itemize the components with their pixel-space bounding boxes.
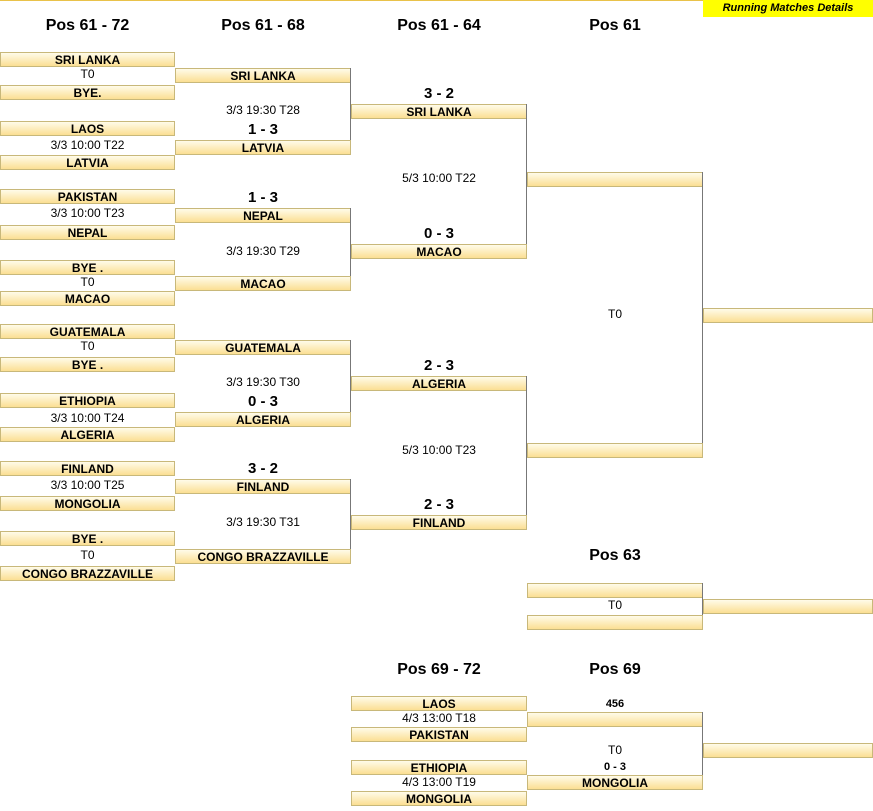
r69-m1-team-bottom[interactable]: PAKISTAN bbox=[351, 727, 527, 742]
r1-m2-team-top[interactable]: LAOS bbox=[0, 121, 175, 136]
r3-m2-score-top: 2 - 3 bbox=[423, 357, 454, 374]
r1-m4-team-top[interactable]: BYE . bbox=[0, 260, 175, 275]
r2-m3-info: 3/3 19:30 T30 bbox=[226, 375, 300, 389]
r2-m4-info: 3/3 19:30 T31 bbox=[226, 515, 300, 529]
r69-m1-team-top[interactable]: LAOS bbox=[351, 696, 527, 711]
r1-m8-team-top[interactable]: BYE . bbox=[0, 531, 175, 546]
pos69-info: T0 bbox=[607, 743, 622, 757]
r1-m1-info: T0 bbox=[80, 67, 95, 81]
r2-m1-info: 3/3 19:30 T28 bbox=[226, 103, 300, 117]
r1-m6-info: 3/3 10:00 T24 bbox=[50, 411, 125, 425]
r3-m1-bracket-line bbox=[526, 104, 527, 244]
header-pos-63: Pos 63 bbox=[589, 547, 641, 564]
r2-m3-bracket-line bbox=[350, 340, 351, 412]
r1-m2-info: 3/3 10:00 T22 bbox=[50, 138, 125, 152]
pos69-bracket-line bbox=[702, 712, 703, 775]
r1-m8-team-bottom[interactable]: CONGO BRAZZAVILLE bbox=[0, 566, 175, 581]
r2-m4-bracket-line bbox=[350, 479, 351, 549]
pos61-slot-bottom[interactable] bbox=[527, 443, 703, 458]
r2-m2-info: 3/3 19:30 T29 bbox=[226, 244, 300, 258]
r2-m2-team-top[interactable]: NEPAL bbox=[175, 208, 351, 223]
r69-m2-team-top[interactable]: ETHIOPIA bbox=[351, 760, 527, 775]
pos61-slot-top[interactable] bbox=[527, 172, 703, 187]
pos63-winner-slot[interactable] bbox=[703, 599, 873, 614]
r3-m2-bracket-line bbox=[526, 376, 527, 515]
r1-m1-team-top[interactable]: SRI LANKA bbox=[0, 52, 175, 67]
r2-m1-team-bottom[interactable]: LATVIA bbox=[175, 140, 351, 155]
pos69-score-top: 456 bbox=[605, 698, 625, 710]
r1-m4-info: T0 bbox=[80, 275, 95, 289]
pos69-winner-slot[interactable] bbox=[703, 743, 873, 758]
r1-m5-info: T0 bbox=[80, 339, 95, 353]
pos61-winner-slot[interactable] bbox=[703, 308, 873, 323]
r2-m4-team-top[interactable]: FINLAND bbox=[175, 479, 351, 494]
pos61-info: T0 bbox=[607, 307, 622, 321]
header-pos-61: Pos 61 bbox=[589, 17, 641, 34]
r2-m2-score: 1 - 3 bbox=[247, 189, 278, 206]
header-pos-69: Pos 69 bbox=[589, 661, 641, 678]
pos69-slot-top[interactable] bbox=[527, 712, 703, 727]
pos63-slot-bottom[interactable] bbox=[527, 615, 703, 630]
r2-m2-bracket-line bbox=[350, 208, 351, 276]
pos69-team-bottom[interactable]: MONGOLIA bbox=[527, 775, 703, 790]
r3-m2-team-top[interactable]: ALGERIA bbox=[351, 376, 527, 391]
r1-m1-team-bottom[interactable]: BYE. bbox=[0, 85, 175, 100]
pos61-bracket-line bbox=[702, 172, 703, 443]
r2-m1-score: 1 - 3 bbox=[247, 121, 278, 138]
r1-m5-team-top[interactable]: GUATEMALA bbox=[0, 324, 175, 339]
r3-m1-info: 5/3 10:00 T22 bbox=[402, 171, 476, 185]
header-pos-61-72: Pos 61 - 72 bbox=[45, 17, 130, 34]
pos69-score-bottom: 0 - 3 bbox=[603, 761, 626, 773]
r3-m2-team-bottom[interactable]: FINLAND bbox=[351, 515, 527, 530]
r1-m7-team-bottom[interactable]: MONGOLIA bbox=[0, 496, 175, 511]
pos63-info: T0 bbox=[607, 598, 622, 612]
r1-m6-team-top[interactable]: ETHIOPIA bbox=[0, 393, 175, 408]
r69-m2-info: 4/3 13:00 T19 bbox=[402, 775, 476, 789]
r2-m3-team-top[interactable]: GUATEMALA bbox=[175, 340, 351, 355]
r1-m5-team-bottom[interactable]: BYE . bbox=[0, 357, 175, 372]
r1-m2-team-bottom[interactable]: LATVIA bbox=[0, 155, 175, 170]
r1-m7-team-top[interactable]: FINLAND bbox=[0, 461, 175, 476]
r2-m1-team-top[interactable]: SRI LANKA bbox=[175, 68, 351, 83]
r2-m4-score: 3 - 2 bbox=[247, 460, 278, 477]
pos63-bracket-line bbox=[702, 583, 703, 615]
r1-m7-info: 3/3 10:00 T25 bbox=[50, 478, 125, 492]
running-matches-button[interactable]: Running Matches Details bbox=[703, 0, 873, 17]
header-pos-61-64: Pos 61 - 64 bbox=[397, 17, 481, 34]
r1-m6-team-bottom[interactable]: ALGERIA bbox=[0, 427, 175, 442]
header-pos-61-68: Pos 61 - 68 bbox=[221, 17, 305, 34]
r2-m4-team-bottom[interactable]: CONGO BRAZZAVILLE bbox=[175, 549, 351, 564]
r1-m3-team-bottom[interactable]: NEPAL bbox=[0, 225, 175, 240]
r1-m8-info: T0 bbox=[80, 548, 95, 562]
r1-m3-team-top[interactable]: PAKISTAN bbox=[0, 189, 175, 204]
r1-m3-info: 3/3 10:00 T23 bbox=[50, 206, 125, 220]
top-border bbox=[0, 0, 873, 1]
r3-m2-info: 5/3 10:00 T23 bbox=[402, 443, 476, 457]
r2-m1-bracket-line bbox=[350, 68, 351, 140]
r3-m1-team-bottom[interactable]: MACAO bbox=[351, 244, 527, 259]
r1-m4-team-bottom[interactable]: MACAO bbox=[0, 291, 175, 306]
r3-m1-team-top[interactable]: SRI LANKA bbox=[351, 104, 527, 119]
r3-m1-score-bottom: 0 - 3 bbox=[423, 225, 454, 242]
pos63-slot-top[interactable] bbox=[527, 583, 703, 598]
r2-m3-team-bottom[interactable]: ALGERIA bbox=[175, 412, 351, 427]
r3-m2-score-bottom: 2 - 3 bbox=[423, 496, 454, 513]
header-pos-69-72: Pos 69 - 72 bbox=[397, 661, 481, 678]
r2-m3-score: 0 - 3 bbox=[247, 393, 278, 410]
r69-m1-info: 4/3 13:00 T18 bbox=[402, 711, 476, 725]
r69-m2-team-bottom[interactable]: MONGOLIA bbox=[351, 791, 527, 806]
r2-m2-team-bottom[interactable]: MACAO bbox=[175, 276, 351, 291]
r3-m1-score-top: 3 - 2 bbox=[423, 85, 454, 102]
